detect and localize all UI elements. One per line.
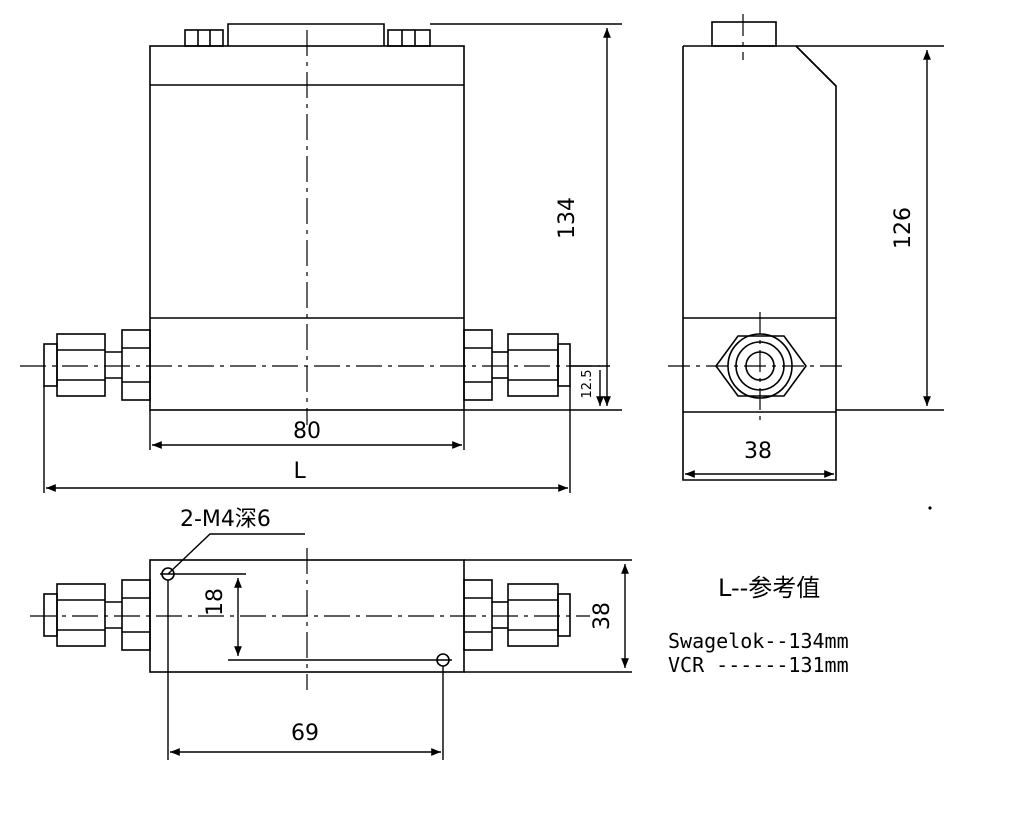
front-dimensions xyxy=(43,23,622,493)
dim-total-length: L xyxy=(293,459,306,484)
left-fitting-body xyxy=(56,333,106,397)
side-centerlines xyxy=(668,14,848,420)
note-title: L--参考值 xyxy=(718,574,820,602)
dim-fitting-offset: 12.5 xyxy=(580,370,595,399)
dim-side-height: 126 xyxy=(891,207,916,249)
side-top-connector xyxy=(711,21,777,47)
note-vcr: VCR ------131mm xyxy=(668,653,849,677)
dim-hole-spacing-horizontal: 69 xyxy=(291,721,319,746)
note-swagelok: Swagelok--134mm xyxy=(668,629,849,653)
side-body xyxy=(682,45,837,481)
left-fitting-nut xyxy=(121,329,151,401)
dim-bottom-width: 38 xyxy=(590,602,615,630)
dim-side-width: 38 xyxy=(744,439,772,464)
side-dimensions xyxy=(685,45,944,478)
top-pin-right xyxy=(387,29,431,47)
dim-body-width: 80 xyxy=(293,419,321,444)
bottom-dimensions xyxy=(160,533,632,760)
top-pin-left xyxy=(184,29,224,47)
right-fitting-body xyxy=(507,333,559,397)
dim-front-height: 134 xyxy=(555,197,580,239)
dim-hole-spacing-vertical: 18 xyxy=(203,588,228,616)
right-fitting-nut xyxy=(463,329,493,401)
side-view xyxy=(682,21,837,481)
front-body xyxy=(149,45,465,411)
stray-dot xyxy=(928,506,932,510)
bottom-centerlines xyxy=(30,548,590,690)
front-centerlines xyxy=(20,30,600,425)
callout-mount-holes: 2-M4深6 xyxy=(180,507,271,532)
